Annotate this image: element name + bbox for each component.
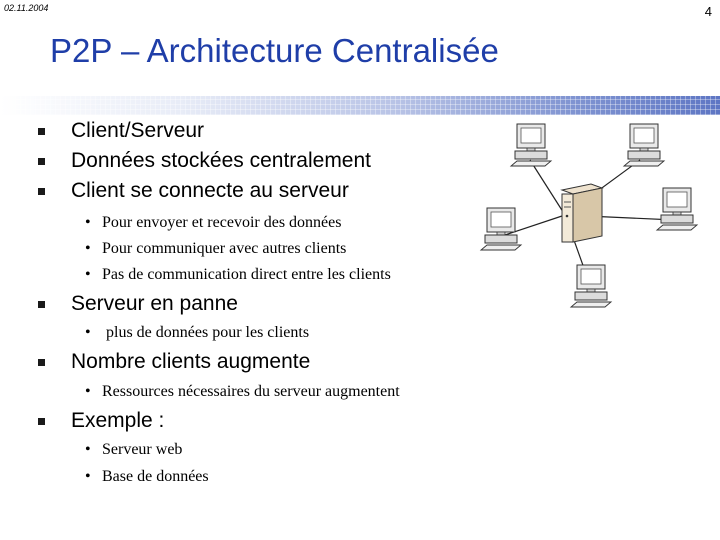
bullet-donnees-stockees: Données stockées centralement [38,149,371,173]
sub-bullet-text: Pour communiquer avec autres clients [102,240,347,257]
dot-bullet-icon: • [85,468,91,485]
sub-bullet-text: Serveur web [102,441,183,458]
server-tower-icon [560,183,604,243]
slide-page-number: 4 [704,4,712,19]
sub-bullet: • Pour communiquer avec autres clients [85,240,346,258]
dot-bullet-icon: • [85,441,91,458]
sub-bullet: • plus de données pour les clients [85,324,309,342]
bullet-serveur-panne: Serveur en panne [38,292,238,316]
bullet-text: Client se connecte au serveur [71,179,349,202]
desktop-computer-icon [656,187,698,231]
sub-bullet: • Ressources nécessaires du serveur augme… [85,383,400,401]
bullet-text: Exemple : [71,409,165,432]
sub-bullet-text: Pour envoyer et recevoir des données [102,214,342,231]
sub-bullet-text: Ressources nécessaires du serveur augmen… [102,383,400,400]
desktop-computer-icon [510,123,552,167]
desktop-computer-icon [570,264,612,308]
desktop-computer-icon [480,207,522,251]
sub-bullet: • Serveur web [85,441,182,459]
square-bullet-icon [38,300,45,308]
dot-bullet-icon: • [85,266,91,283]
bullet-exemple: Exemple : [38,409,164,433]
bullet-nombre-clients: Nombre clients augmente [38,350,310,374]
square-bullet-icon [38,127,45,135]
sub-bullet-text: Pas de communication direct entre les cl… [102,266,391,283]
sub-bullet-text: Base de données [102,468,209,485]
sub-bullet: • Pour envoyer et recevoir des données [85,214,341,232]
square-bullet-icon [38,358,45,366]
bullet-text: Client/Serveur [71,119,205,142]
bullet-client-serveur: Client/Serveur [38,119,204,143]
bullet-text: Serveur en panne [71,292,238,315]
dot-bullet-icon: • [85,214,91,231]
bullet-client-connecte: Client se connecte au serveur [38,179,349,203]
dot-bullet-icon: • [85,324,91,341]
sub-bullet: • Pas de communication direct entre les c… [85,266,391,284]
dot-bullet-icon: • [85,383,91,400]
square-bullet-icon [38,187,45,195]
sub-bullet: • Base de données [85,468,209,486]
square-bullet-icon [38,157,45,165]
bullet-text: Nombre clients augmente [71,350,311,373]
bullet-text: Données stockées centralement [71,149,371,172]
slide-date: 02.11.2004 [4,3,49,13]
slide-title: P2P – Architecture Centralisée [50,32,499,69]
title-decorative-bar [0,96,720,115]
sub-bullet-text: plus de données pour les clients [102,324,310,341]
dot-bullet-icon: • [85,240,91,257]
square-bullet-icon [38,417,45,425]
desktop-computer-icon [623,123,665,167]
centralized-network-diagram [480,123,698,308]
